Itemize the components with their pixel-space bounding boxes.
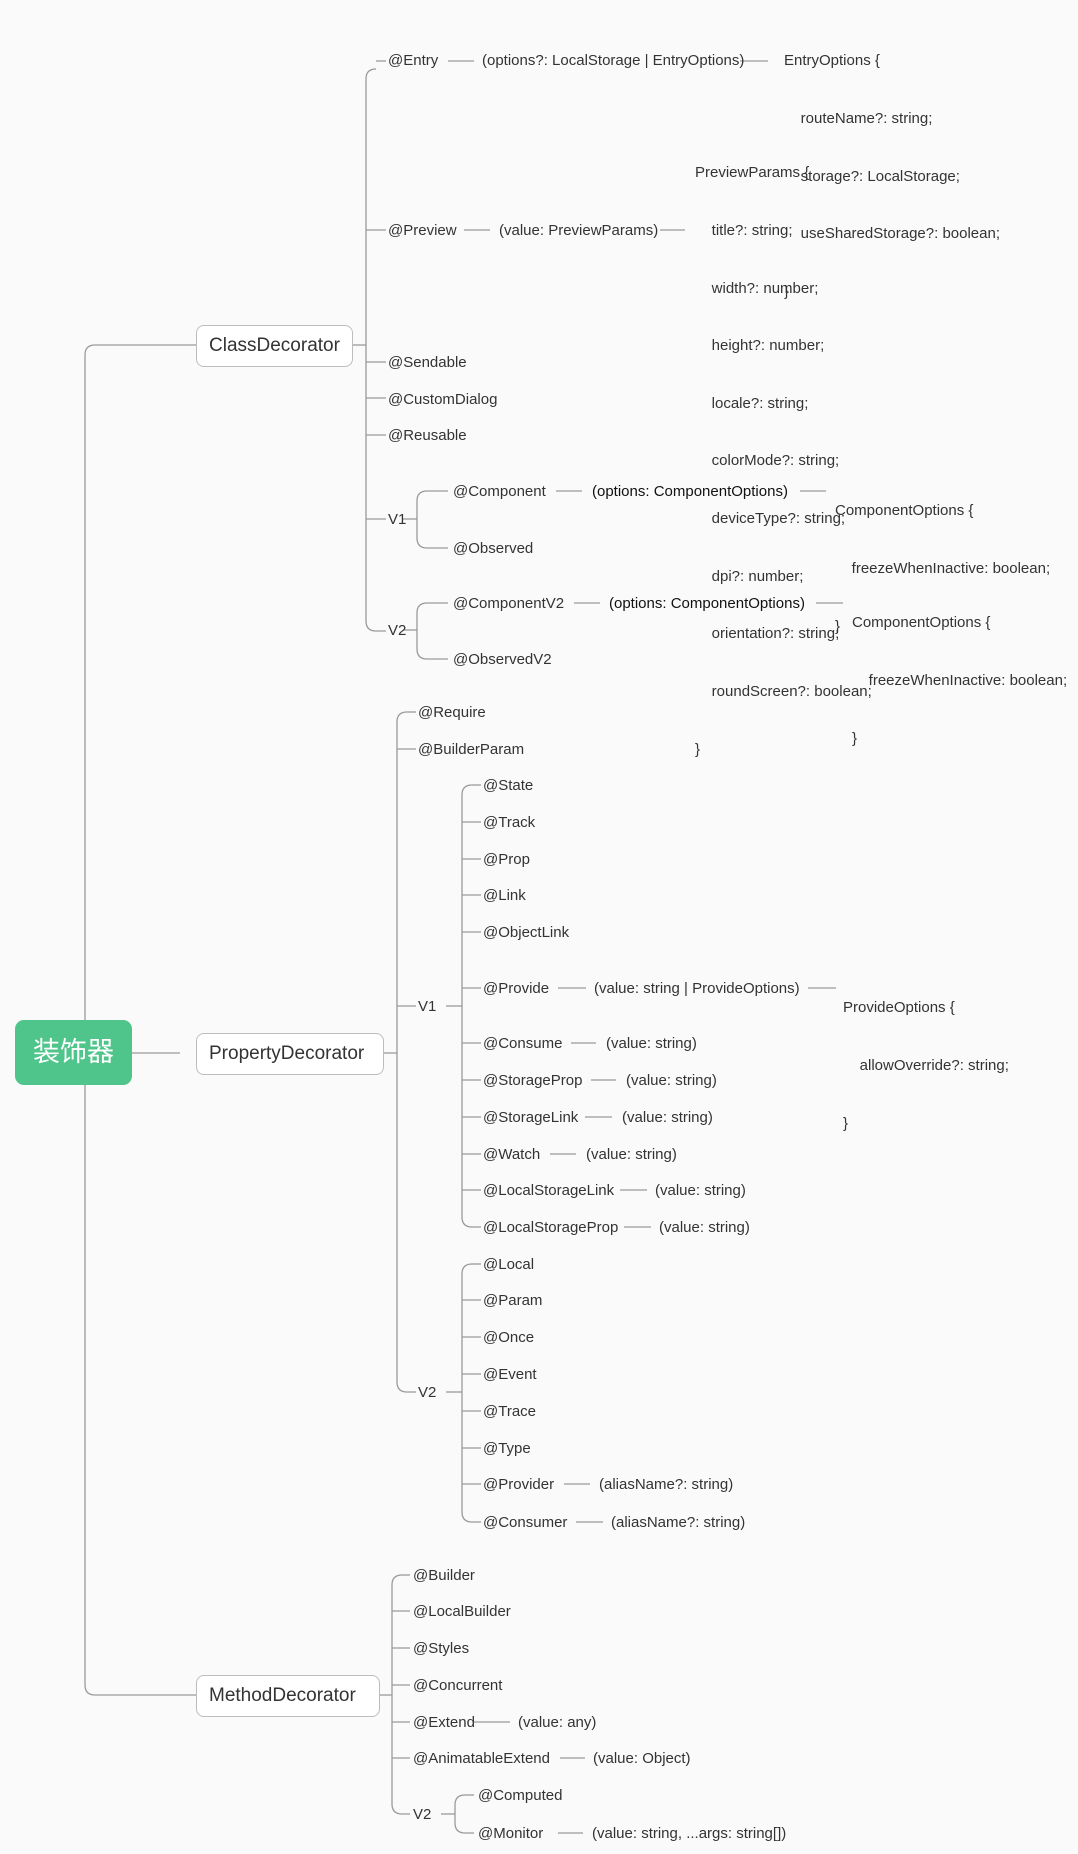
builder-decorator[interactable]: @Builder [413, 1567, 475, 1584]
local-storage-prop-param: (value: string) [659, 1219, 750, 1236]
type-line: dpi?: number; [695, 567, 804, 585]
custom-dialog-decorator[interactable]: @CustomDialog [388, 391, 498, 408]
watch-decorator[interactable]: @Watch [483, 1146, 541, 1163]
consumer-decorator[interactable]: @Consumer [483, 1514, 568, 1531]
class-v2-node[interactable]: V2 [388, 622, 407, 639]
monitor-param: (value: string, ...args: string[]) [592, 1825, 787, 1842]
type-line: routeName?: string; [784, 110, 933, 128]
component-decorator[interactable]: @Component [453, 483, 546, 500]
class-decorator-node[interactable]: ClassDecorator [196, 325, 353, 367]
concurrent-decorator[interactable]: @Concurrent [413, 1677, 503, 1694]
storage-link-param: (value: string) [622, 1109, 713, 1126]
entry-decorator[interactable]: @Entry [388, 52, 439, 69]
type-line: ComponentOptions { [835, 502, 974, 520]
track-decorator[interactable]: @Track [483, 814, 536, 831]
preview-params-type: PreviewParams { title?: string; width?: … [695, 125, 872, 778]
component-v2-param: (options: ComponentOptions) [609, 595, 805, 612]
computed-decorator[interactable]: @Computed [478, 1787, 563, 1804]
type-line: PreviewParams { [695, 164, 810, 182]
animatable-extend-decorator[interactable]: @AnimatableExtend [413, 1750, 550, 1767]
preview-decorator[interactable]: @Preview [388, 222, 457, 239]
type-line: title?: string; [695, 222, 793, 240]
provider-param: (aliasName?: string) [599, 1476, 734, 1493]
entry-param: (options?: LocalStorage | EntryOptions) [482, 52, 745, 69]
type-line: EntryOptions { [784, 52, 880, 70]
type-line: locale?: string; [695, 394, 809, 412]
class-v1-node[interactable]: V1 [388, 511, 407, 528]
type-line: allowOverride?: string; [843, 1057, 1009, 1075]
local-decorator[interactable]: @Local [483, 1256, 535, 1273]
property-v1-node[interactable]: V1 [418, 998, 437, 1015]
type-line: ProvideOptions { [843, 999, 955, 1017]
type-line: } [835, 617, 841, 635]
monitor-decorator[interactable]: @Monitor [478, 1825, 544, 1842]
local-storage-prop-decorator[interactable]: @LocalStorageProp [483, 1219, 619, 1236]
type-line: freezeWhenInactive: boolean; [835, 560, 1051, 578]
component-v2-decorator[interactable]: @ComponentV2 [453, 595, 565, 612]
type-line: storage?: LocalStorage; [784, 167, 960, 185]
link-decorator[interactable]: @Link [483, 887, 526, 904]
prop-decorator[interactable]: @Prop [483, 851, 530, 868]
provide-decorator[interactable]: @Provide [483, 980, 550, 997]
styles-decorator[interactable]: @Styles [413, 1640, 470, 1657]
property-v2-node[interactable]: V2 [418, 1384, 437, 1401]
once-decorator[interactable]: @Once [483, 1329, 535, 1346]
animatable-extend-param: (value: Object) [593, 1750, 691, 1767]
type-line: roundScreen?: boolean; [695, 682, 872, 700]
provide-options-type: ProvideOptions { allowOverride?: string;… [843, 960, 1009, 1152]
extend-param: (value: any) [518, 1714, 597, 1731]
require-decorator[interactable]: @Require [418, 704, 486, 721]
local-storage-link-param: (value: string) [655, 1182, 746, 1199]
type-line: freezeWhenInactive: boolean; [852, 672, 1068, 690]
type-line: colorMode?: string; [695, 452, 840, 470]
type-line: } [784, 282, 790, 300]
preview-param: (value: PreviewParams) [499, 222, 659, 239]
consumer-param: (aliasName?: string) [611, 1514, 746, 1531]
observed-decorator[interactable]: @Observed [453, 540, 534, 557]
param-decorator[interactable]: @Param [483, 1292, 543, 1309]
method-decorator-node[interactable]: MethodDecorator [196, 1675, 380, 1717]
storage-prop-decorator[interactable]: @StorageProp [483, 1072, 583, 1089]
component-param: (options: ComponentOptions) [592, 483, 788, 500]
type-decorator[interactable]: @Type [483, 1440, 531, 1457]
type-line: useSharedStorage?: boolean; [784, 225, 1000, 243]
component-v2-options-type: ComponentOptions { freezeWhenInactive: b… [852, 575, 1067, 767]
consume-param: (value: string) [606, 1035, 697, 1052]
type-line: width?: number; [695, 279, 819, 297]
type-line: deviceType?: string; [695, 510, 846, 528]
trace-decorator[interactable]: @Trace [483, 1403, 537, 1420]
sendable-decorator[interactable]: @Sendable [388, 354, 467, 371]
object-link-decorator[interactable]: @ObjectLink [483, 924, 570, 941]
root-node[interactable]: 装饰器 [15, 1020, 132, 1085]
storage-link-decorator[interactable]: @StorageLink [483, 1109, 579, 1126]
consume-decorator[interactable]: @Consume [483, 1035, 563, 1052]
component-options-type: ComponentOptions { freezeWhenInactive: b… [835, 463, 1050, 655]
reusable-decorator[interactable]: @Reusable [388, 427, 467, 444]
event-decorator[interactable]: @Event [483, 1366, 537, 1383]
provider-decorator[interactable]: @Provider [483, 1476, 555, 1493]
observed-v2-decorator[interactable]: @ObservedV2 [453, 651, 552, 668]
local-storage-link-decorator[interactable]: @LocalStorageLink [483, 1182, 615, 1199]
type-line: } [695, 740, 701, 758]
type-line: } [843, 1114, 849, 1132]
builder-param-decorator[interactable]: @BuilderParam [418, 741, 525, 758]
type-line: } [852, 729, 858, 747]
method-v2-node[interactable]: V2 [413, 1806, 432, 1823]
watch-param: (value: string) [586, 1146, 677, 1163]
state-decorator[interactable]: @State [483, 777, 534, 794]
local-builder-decorator[interactable]: @LocalBuilder [413, 1603, 511, 1620]
provide-param: (value: string | ProvideOptions) [594, 980, 800, 997]
type-line: ComponentOptions { [852, 614, 991, 632]
storage-prop-param: (value: string) [626, 1072, 717, 1089]
extend-decorator[interactable]: @Extend [413, 1714, 475, 1731]
type-line: height?: number; [695, 337, 825, 355]
type-line: orientation?: string; [695, 625, 840, 643]
property-decorator-node[interactable]: PropertyDecorator [196, 1033, 384, 1075]
entry-options-type: EntryOptions { routeName?: string; stora… [784, 13, 1000, 320]
